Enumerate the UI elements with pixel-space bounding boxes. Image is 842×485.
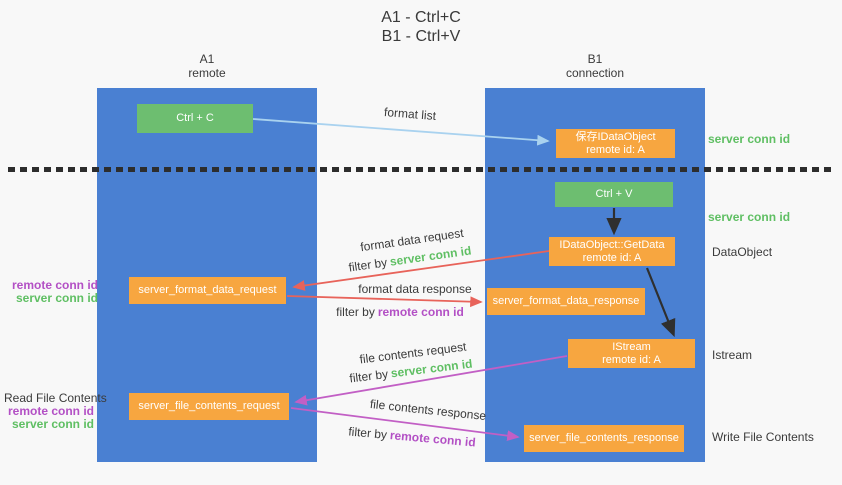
node-save-idataobject-line2: remote id: A — [586, 143, 645, 156]
remote-conn-id-label: remote conn id — [11, 278, 98, 292]
node-save-idataobject: 保存IDataObject remote id: A — [556, 129, 675, 158]
node-getdata-line1: IDataObject::GetData — [559, 238, 665, 251]
lane-header-left: A1 remote — [97, 52, 317, 80]
node-format-response-label: server_format_data_response — [492, 295, 640, 307]
label-format-data-response: format data response — [358, 282, 472, 296]
write-file-contents-label: Write File Contents — [712, 430, 814, 444]
istream-label: Istream — [712, 348, 753, 362]
lane-left-name: A1 — [199, 52, 215, 66]
annotation-format-request-ids: remote conn id server conn id — [8, 279, 98, 305]
filter-by-text: filter by — [347, 424, 388, 442]
node-server-file-contents-request: server_file_contents_request — [129, 393, 289, 420]
remote-conn-id-text: remote conn id — [377, 305, 464, 319]
server-conn-id-mid-label: server conn id — [708, 210, 791, 224]
node-ctrl-v: Ctrl + V — [555, 182, 673, 207]
lane-header-right: B1 connection — [485, 52, 705, 80]
node-getdata-line2: remote id: A — [582, 251, 642, 264]
lane-right-role: connection — [565, 66, 625, 80]
filter-by-text: filter by — [348, 366, 389, 386]
lane-left-role: remote — [188, 66, 226, 80]
diagram-title: A1 - Ctrl+C B1 - Ctrl+V — [0, 8, 842, 46]
node-file-response-label: server_file_contents_response — [529, 432, 679, 444]
node-server-file-contents-response: server_file_contents_response — [524, 425, 684, 452]
remote-conn-id-label: remote conn id — [7, 404, 94, 418]
node-format-request-label: server_format_data_request — [138, 284, 277, 296]
remote-conn-id-text: remote conn id — [389, 428, 477, 450]
lane-right-name: B1 — [587, 52, 603, 66]
title-line-1: A1 - Ctrl+C — [381, 9, 461, 26]
node-server-format-data-request: server_format_data_request — [129, 277, 286, 304]
label-file-contents-response: file contents response — [369, 396, 487, 424]
node-ctrl-v-label: Ctrl + V — [595, 188, 633, 200]
node-istream-line1: IStream — [612, 340, 651, 353]
server-conn-id-label: server conn id — [15, 291, 98, 305]
annotation-file-request-ids: Read File Contents remote conn id server… — [4, 391, 107, 431]
server-conn-id-label: server conn id — [11, 417, 94, 431]
node-server-format-data-response: server_format_data_response — [487, 288, 645, 315]
node-file-request-label: server_file_contents_request — [138, 400, 280, 412]
node-istream: IStream remote id: A — [568, 339, 695, 368]
read-file-contents-label: Read File Contents — [4, 391, 107, 405]
title-line-2: B1 - Ctrl+V — [381, 28, 461, 45]
node-ctrl-c-label: Ctrl + C — [176, 112, 214, 124]
server-conn-id-top-label: server conn id — [708, 132, 791, 146]
filter-by-text: filter by — [347, 255, 388, 275]
dataobject-label: DataObject — [712, 245, 773, 259]
node-idataobject-getdata: IDataObject::GetData remote id: A — [549, 237, 675, 266]
node-save-idataobject-line1: 保存IDataObject — [575, 130, 656, 143]
filter-by-text: filter by — [336, 305, 375, 319]
node-ctrl-c: Ctrl + C — [137, 104, 253, 133]
node-istream-line2: remote id: A — [602, 353, 661, 366]
label-format-list: format list — [383, 104, 437, 124]
phase-separator-dotted-line — [8, 167, 835, 172]
